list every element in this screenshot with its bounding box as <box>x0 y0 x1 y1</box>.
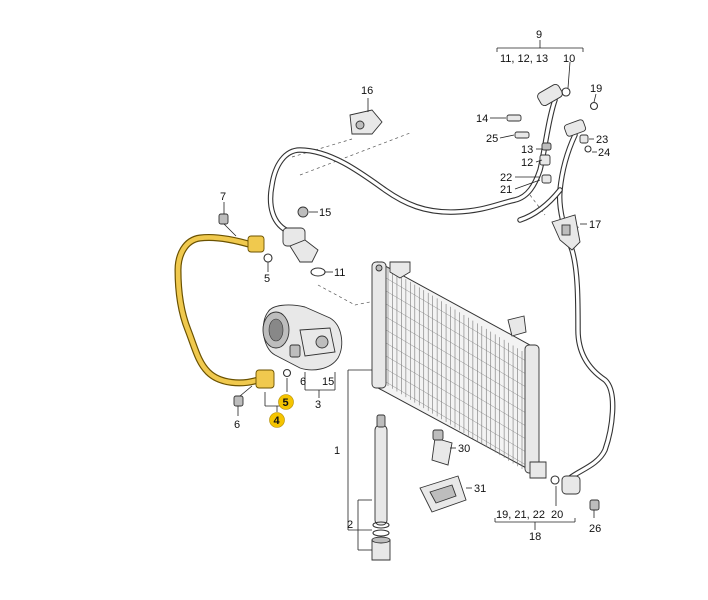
label-1: 1 <box>334 445 340 457</box>
label-24: 24 <box>598 147 610 159</box>
highlight-5 <box>278 394 294 410</box>
label-5-highlight: 5 <box>283 397 289 409</box>
label-19: 19 <box>590 83 602 95</box>
label-7: 7 <box>220 191 226 203</box>
fitting-lower-right <box>550 475 600 511</box>
bracket-17 <box>551 214 581 251</box>
drier-cartridge <box>371 414 391 561</box>
label-18: 18 <box>529 531 541 543</box>
label-11-12-13: 11, 12, 13 <box>500 53 548 65</box>
label-17: 17 <box>589 219 601 231</box>
condenser <box>371 261 547 479</box>
label-31: 31 <box>474 483 486 495</box>
label-6-upper: 6 <box>300 376 306 388</box>
refrigerant-pipe-top <box>267 97 558 235</box>
label-2: 2 <box>347 519 353 531</box>
label-5: 5 <box>264 273 270 285</box>
label-10: 10 <box>563 53 575 65</box>
label-14: 14 <box>476 113 488 125</box>
label-3: 3 <box>315 399 321 411</box>
label-11: 11 <box>334 267 345 279</box>
label-23: 23 <box>596 134 608 146</box>
label-15: 15 <box>319 207 331 219</box>
label-30: 30 <box>458 443 470 455</box>
leader-lines <box>223 40 597 551</box>
label-13: 13 <box>521 144 533 156</box>
bracket-16 <box>349 109 383 135</box>
label-15-lower: 15 <box>322 376 334 388</box>
label-25: 25 <box>486 133 498 145</box>
label-9: 9 <box>536 29 542 41</box>
valve-fitting-15 <box>282 206 326 277</box>
label-16: 16 <box>361 85 373 97</box>
label-26: 26 <box>589 523 601 535</box>
refrigerant-pipe-right <box>517 132 616 481</box>
label-20: 20 <box>551 509 563 521</box>
label-6-lower: 6 <box>234 419 240 431</box>
part-number-labels: 9 11, 12, 13 10 19 14 25 13 12 22 21 23 … <box>220 29 610 543</box>
label-12: 12 <box>521 157 533 169</box>
pipe-connector-upper <box>506 83 599 184</box>
highlighted-hose-4 <box>174 234 275 389</box>
label-4-highlight: 4 <box>274 415 281 427</box>
pressure-sender-30 <box>431 429 453 466</box>
label-21: 21 <box>500 184 512 196</box>
bracket-31 <box>419 475 467 513</box>
highlight-4 <box>269 412 285 428</box>
label-22: 22 <box>500 172 512 184</box>
label-19-21-22: 19, 21, 22 <box>496 509 545 521</box>
compressor <box>262 304 343 371</box>
